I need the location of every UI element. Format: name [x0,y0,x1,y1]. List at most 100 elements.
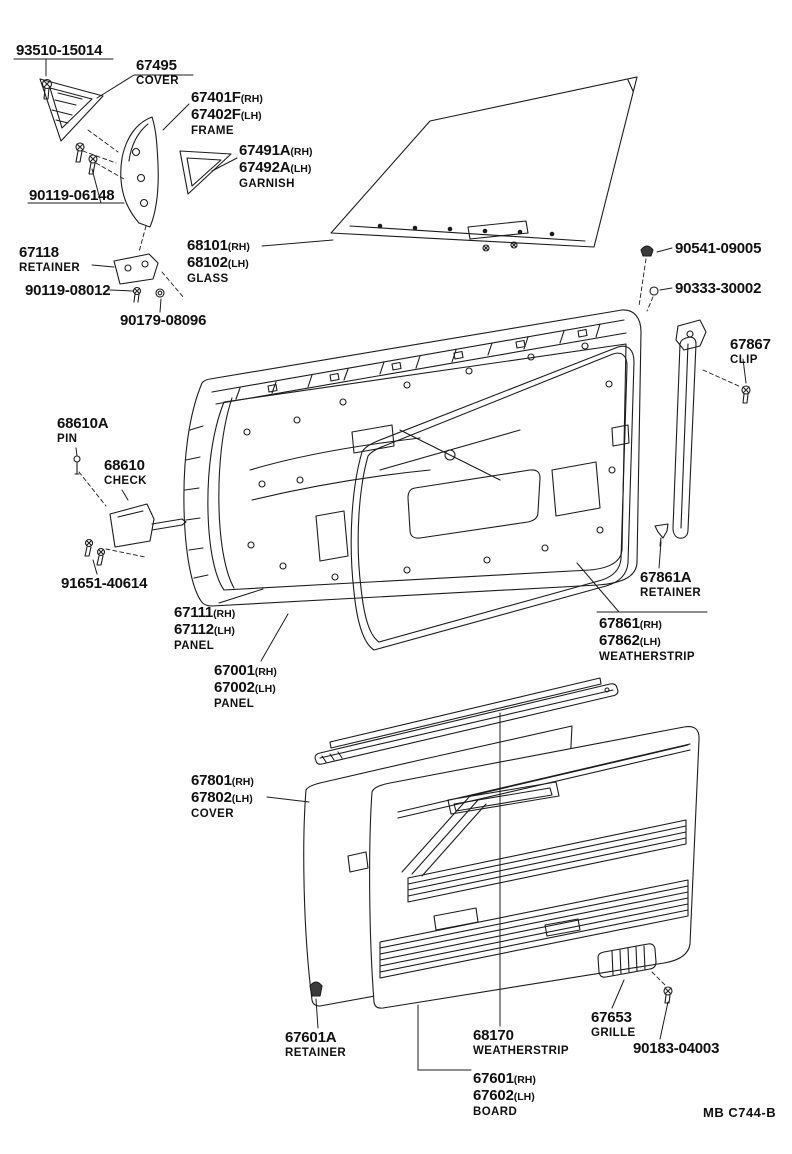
part-number: 67491A(RH) [239,142,313,159]
glass-run-channel [640,245,751,547]
side-indicator: (RH) [240,93,263,105]
assembly-dash-lines [78,129,742,987]
door-shell [183,309,642,607]
part-number: 67401F(RH) [191,89,263,106]
part-number: 90541-09005 [675,240,762,257]
part-description: CHECK [104,475,147,487]
side-indicator: (LH) [240,110,262,122]
part-label-67491A: 67491A(RH)67492A(LH) GARNISH [239,143,313,192]
part-number: 68610A [57,415,109,432]
part-number: 90119-08012 [25,282,111,299]
part-description: GLASS [187,273,229,285]
part-number: 67862(LH) [599,632,661,649]
part-label-90119-08012: 90119-08012 [25,282,111,299]
side-indicator: (LH) [231,793,253,805]
part-number: 68610 [104,457,145,474]
mirror-garnish [179,150,232,195]
side-indicator: (RH) [213,608,236,620]
part-label-90119-06148: 90119-06148 [29,187,115,204]
mirror-base-cover [39,78,104,142]
side-indicator: (RH) [231,776,254,788]
side-indicator: (LH) [254,683,276,695]
belt-weatherstrip [314,677,619,765]
side-indicator: (RH) [254,666,277,678]
part-description: CLIP [730,354,758,366]
side-indicator: (RH) [513,1074,536,1086]
trim-board [369,725,700,1009]
part-label-67601: 67601(RH)67602(LH) BOARD [473,1071,536,1120]
side-indicator: (LH) [513,1091,535,1103]
part-number: 90179-08096 [120,312,207,329]
part-label-93510-15014: 93510-15014 [16,43,102,59]
part-label-67801: 67801(RH)67802(LH) COVER [191,773,254,822]
part-number: 67802(LH) [191,789,253,806]
part-description: BOARD [473,1106,518,1118]
part-description: GRILLE [591,1027,636,1039]
part-number: 68170 [473,1027,514,1044]
part-description: RETAINER [640,587,702,599]
part-description: GARNISH [239,178,295,190]
hinge-retainer [113,253,165,303]
part-number: 90183-04003 [633,1040,720,1057]
part-label-68101: 68101(RH)68102(LH) GLASS [187,238,250,287]
part-description: WEATHERSTRIP [473,1045,569,1057]
part-number: 67002(LH) [214,679,276,696]
part-label-67001: 67001(RH)67002(LH) PANEL [214,663,277,712]
side-indicator: (LH) [290,163,312,175]
part-number: 67495 [136,57,177,74]
part-number: 90333-30002 [675,280,762,297]
part-description: PANEL [174,640,215,652]
part-number: 67402F(LH) [191,106,262,123]
part-number: 67492A(LH) [239,159,312,176]
part-label-90179-08096: 90179-08096 [120,313,206,329]
side-indicator: (RH) [290,146,313,158]
side-indicator: (LH) [227,258,249,270]
part-number: 67118 [19,244,59,261]
leader-lines [13,58,747,1071]
part-description: PIN [57,433,78,445]
part-number: 91651-40614 [61,575,148,592]
trim-fasteners [309,943,673,1004]
part-number: 67867 [730,336,771,353]
mirror-frame [75,116,159,228]
part-number: 67861(RH) [599,615,662,632]
part-description: RETAINER [19,262,81,274]
part-number: 67801(RH) [191,772,254,789]
side-indicator: (RH) [639,619,662,631]
door-glass [330,76,638,252]
page-code: MB C744-B [703,1105,777,1120]
part-label-91651-40614: 91651-40614 [61,576,147,592]
part-label-90541-09005: 90541-09005 [675,241,761,257]
part-number: 90119-06148 [29,187,115,204]
part-label-90183-04003: 90183-04003 [633,1041,719,1057]
part-number: 68102(LH) [187,254,249,271]
part-label-90333-30002: 90333-30002 [675,281,761,297]
part-number: 67111(RH) [174,604,236,621]
part-number: 68101(RH) [187,237,250,254]
part-number: 67112(LH) [174,621,235,638]
part-description: COVER [136,75,179,87]
part-number: 67601(RH) [473,1070,536,1087]
part-description: RETAINER [285,1047,347,1059]
part-label-67111: 67111(RH)67112(LH) PANEL [174,605,235,654]
part-number: 67601A [285,1029,337,1046]
part-description: PANEL [214,698,255,710]
part-number: 67602(LH) [473,1087,535,1104]
side-indicator: (RH) [227,241,250,253]
part-label-67861: 67861(RH)67862(LH)WEATHERSTRIP [599,616,695,665]
part-description: FRAME [191,125,234,137]
part-number: 67001(RH) [214,662,277,679]
part-description: COVER [191,808,234,820]
part-number: 67653 [591,1009,632,1026]
side-indicator: (LH) [213,625,235,637]
